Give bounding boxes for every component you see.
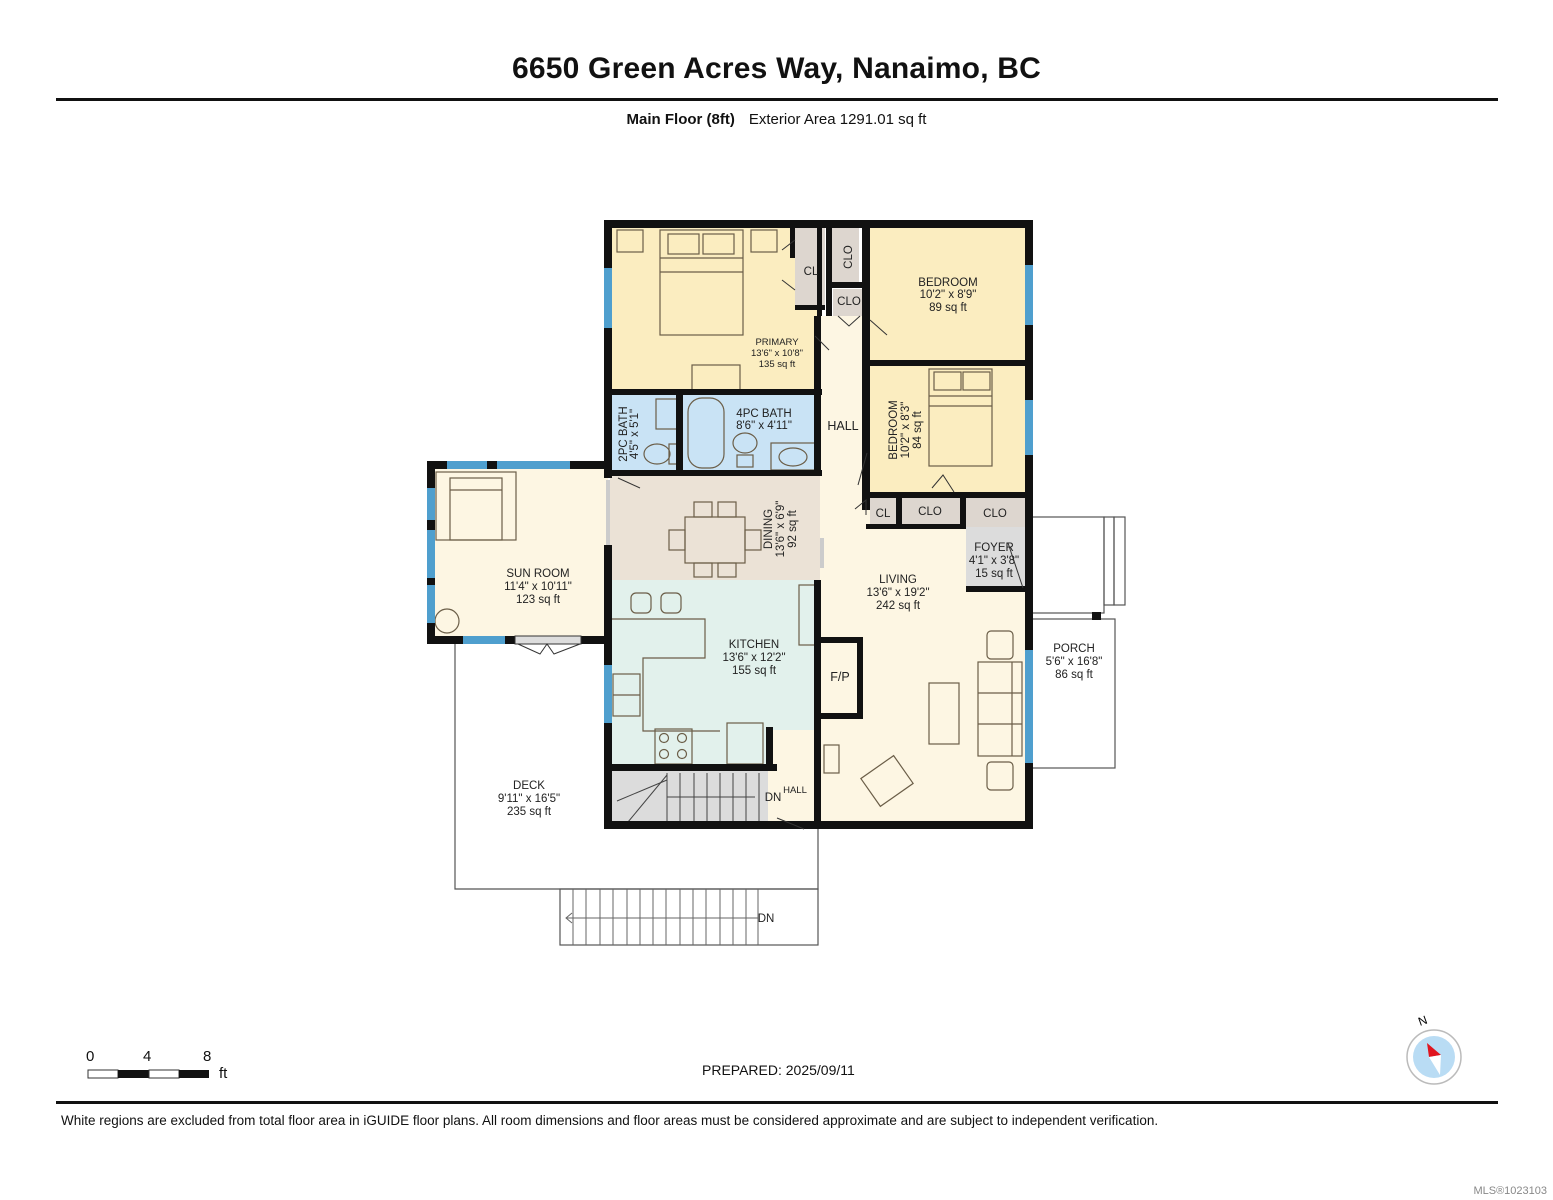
page-title: 6650 Green Acres Way, Nanaimo, BC: [511, 52, 1042, 85]
scale-unit: ft: [219, 1065, 228, 1082]
closet-cl-hall: [870, 498, 896, 527]
living-area: 242 sq ft: [876, 600, 921, 612]
disclaimer: White regions are excluded from total fl…: [61, 1113, 1159, 1128]
bedroom1-dims: 10'2" x 8'9": [920, 289, 977, 301]
living-dims: 13'6" x 19'2": [866, 587, 929, 599]
closet-clo-label: CLO: [837, 296, 861, 308]
bath4pc-dims: 8'6" x 4'11": [736, 420, 792, 432]
closet-cl-label: CL: [804, 266, 819, 278]
bath2pc-name: 2PC BATH: [618, 406, 630, 461]
footer-divider: [56, 1101, 1498, 1104]
windows: [427, 265, 1033, 763]
kitchen-dims: 13'6" x 12'2": [722, 652, 785, 664]
bedroom1-area: 89 sq ft: [929, 302, 968, 314]
compass-icon: N: [1406, 1013, 1462, 1085]
primary-area: 135 sq ft: [759, 359, 796, 370]
bar-stool-icon: [630, 592, 652, 614]
porch-post: [1092, 612, 1101, 620]
closet-clo-label: CLO: [983, 508, 1007, 520]
prepared-date: PREPARED: 2025/09/11: [702, 1062, 855, 1078]
nightstand-icon: [750, 229, 778, 253]
foyer-name: FOYER: [974, 542, 1014, 554]
living-name: LIVING: [879, 574, 917, 586]
porch-dims: 5'6" x 16'8": [1046, 656, 1103, 668]
scale-tick-4: 4: [143, 1048, 152, 1065]
nightstand-icon: [616, 229, 644, 253]
closet-clo-lower-1: [902, 495, 960, 527]
closet-cl-label: CL: [876, 508, 891, 520]
title-divider: [56, 98, 1498, 101]
bath4pc-name: 4PC BATH: [736, 408, 791, 420]
sunroom-name: SUN ROOM: [506, 568, 569, 580]
fireplace-area: [822, 640, 860, 716]
hall-label: HALL: [827, 419, 858, 433]
bar-stool-icon: [660, 592, 682, 614]
deck-stairs: [565, 889, 759, 945]
dining-name: DINING: [763, 509, 775, 549]
deck-stairs-label: DN: [758, 913, 775, 925]
kitchen-area: 155 sq ft: [732, 665, 777, 677]
bed-icon: [928, 368, 993, 467]
deck-dims: 9'11" x 16'5": [498, 793, 560, 805]
bathtub-icon: [687, 397, 725, 469]
scale-bar: [87, 1069, 209, 1079]
sunroom-dims: 11'4" x 10'11": [504, 581, 572, 593]
room-2pc-bath: [610, 394, 683, 472]
exterior-area: Exterior Area 1291.01 sq ft: [748, 111, 927, 128]
lounge-chair-icon: [860, 754, 914, 808]
interior-stairs: [616, 773, 760, 823]
porch-name: PORCH: [1053, 643, 1095, 655]
floor-label: Main Floor (8ft): [626, 111, 735, 128]
foyer-dims: 4'1" x 3'8": [969, 555, 1019, 567]
closet-clo-label: CLO: [843, 245, 855, 269]
side-table-icon: [986, 630, 1014, 660]
dining-area: 92 sq ft: [787, 509, 799, 548]
bedroom2-name: BEDROOM: [888, 400, 900, 459]
room-4pc-bath: [683, 394, 820, 472]
deck-area: 235 sq ft: [507, 806, 552, 818]
room-dining: [610, 472, 820, 580]
closet-clo-lower-2: [966, 495, 1027, 527]
fireplace-label: F/P: [830, 670, 849, 684]
sofa-icon: [977, 661, 1023, 757]
deck-name: DECK: [513, 780, 545, 792]
scale-tick-0: 0: [86, 1048, 95, 1065]
toilet-icon: [732, 432, 758, 454]
closet-clo-top: [831, 228, 859, 282]
deck-outline: [454, 640, 819, 946]
dining-dims: 13'6" x 6'9": [775, 501, 787, 558]
closet-clo-label: CLO: [918, 506, 942, 518]
room-bedroom-2: [870, 363, 1027, 495]
furniture: [434, 229, 1023, 808]
toilet-icon: [643, 443, 671, 465]
shelf-icon: [823, 744, 840, 774]
lower-hall-label: HALL: [783, 785, 807, 796]
bedroom2-area: 84 sq ft: [912, 410, 924, 449]
primary-dims: 13'6" x 10'8": [751, 348, 803, 359]
bedroom2-dims: 10'2" x 8'3": [900, 402, 912, 459]
side-table-icon: [986, 761, 1014, 791]
bedroom1-name: BEDROOM: [918, 277, 977, 289]
bed-icon: [659, 229, 744, 336]
foyer-area: 15 sq ft: [975, 568, 1014, 580]
floor-subtitle: Main Floor (8ft) Exterior Area 1291.01 sq…: [0, 111, 1553, 128]
closet-clo-mid: [833, 289, 866, 316]
compass-north-label: N: [1416, 1013, 1429, 1029]
door-swings: [514, 239, 1024, 830]
porch-area: 86 sq ft: [1055, 669, 1094, 681]
mls-number: MLS®1023103: [1473, 1185, 1547, 1197]
room-foyer: [966, 527, 1027, 589]
room-bedroom-1: [870, 226, 1027, 363]
scale-tick-8: 8: [203, 1048, 212, 1065]
interior-stairs-label: DN: [765, 792, 782, 804]
room-sunroom: [430, 466, 608, 638]
kitchen-name: KITCHEN: [729, 639, 779, 651]
coffee-table-icon: [928, 682, 960, 745]
bath2pc-dims: 4'5" x 5'1": [629, 409, 641, 459]
sunroom-area: 123 sq ft: [516, 594, 561, 606]
primary-name: PRIMARY: [755, 337, 799, 348]
room-lower-hall: [768, 730, 820, 828]
